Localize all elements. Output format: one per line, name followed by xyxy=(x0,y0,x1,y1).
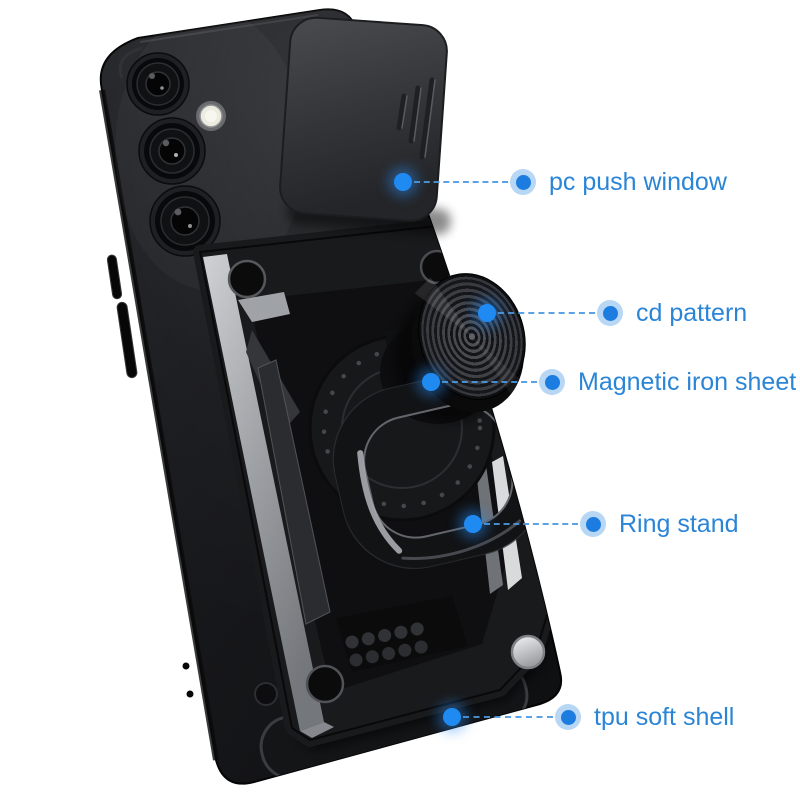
camera-slide-cover xyxy=(279,16,451,235)
screw-hole-top-left xyxy=(227,259,267,299)
camera-lens-1 xyxy=(126,52,190,116)
honeycomb-grip xyxy=(336,596,468,672)
plate-left-bevel xyxy=(203,254,324,731)
screw-hole-bottom-right xyxy=(510,634,546,670)
slide-cover-grooves xyxy=(396,77,436,160)
screw-hole-bottom-left xyxy=(305,664,345,704)
camera-module xyxy=(126,52,226,257)
camera-lens-3 xyxy=(149,185,221,257)
camera-flash xyxy=(196,101,226,131)
side-buttons xyxy=(106,254,194,698)
camera-lens-2 xyxy=(138,117,206,185)
